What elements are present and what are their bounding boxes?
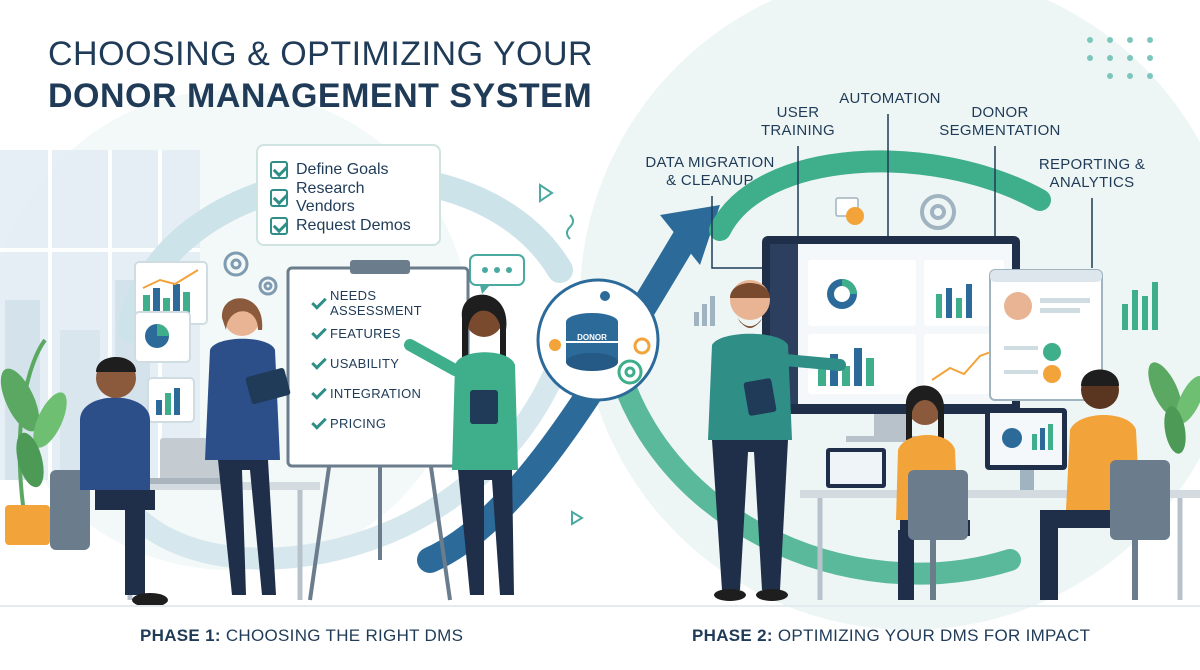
- gear-icon: [633, 337, 651, 355]
- step-label-line: DONOR: [971, 104, 1029, 121]
- step-automation: AUTOMATION: [830, 90, 950, 108]
- flipchart-item: NEEDS ASSESSMENT: [312, 288, 462, 318]
- goal-label: Define Goals: [296, 161, 389, 178]
- gear-icon: [223, 251, 278, 296]
- step-label-line: SEGMENTATION: [939, 122, 1061, 139]
- checkmark-icon: [312, 327, 324, 339]
- chart-card-left-bottom: [147, 377, 195, 423]
- step-user-training: USER TRAINING: [748, 104, 848, 140]
- chart-card-left-top: [134, 261, 208, 325]
- chart-card-left-mid: [134, 311, 191, 363]
- flow-arc-right-top: [709, 150, 1051, 241]
- checkbox-checked-icon: [270, 189, 288, 207]
- goal-item: Define Goals: [270, 156, 427, 184]
- flipchart-checklist: NEEDS ASSESSMENT FEATURES USABILITY INTE…: [312, 288, 462, 438]
- page-title: CHOOSING & OPTIMIZING YOUR DONOR MANAGEM…: [48, 34, 593, 118]
- goals-checklist: Define Goals Research Vendors Request De…: [256, 144, 441, 246]
- step-label-line: DATA MIGRATION: [645, 154, 775, 171]
- checkmark-icon: [312, 387, 324, 399]
- squiggle-icon: [566, 214, 574, 240]
- step-label-line: & CLEANUP: [666, 172, 754, 189]
- step-connectors: [711, 114, 1093, 269]
- title-line-1: CHOOSING & OPTIMIZING YOUR: [48, 35, 594, 73]
- flipchart-item-label: INTEGRATION: [330, 385, 422, 401]
- phase-2-prefix: PHASE 2:: [692, 626, 773, 645]
- flipchart-item: USABILITY: [312, 348, 462, 378]
- phase-2-label: PHASE 2: OPTIMIZING YOUR DMS FOR IMPACT: [692, 626, 1090, 646]
- desk-right: [800, 408, 1200, 600]
- flipchart-item-label: PRICING: [330, 415, 387, 431]
- person-presenter: [404, 294, 518, 595]
- step-reporting-analytics: REPORTING & ANALYTICS: [1032, 156, 1152, 192]
- flipchart-item-label: NEEDS ASSESSMENT: [330, 288, 422, 318]
- chart-icon: [835, 197, 864, 225]
- gear-icon: [617, 359, 643, 385]
- flipchart-easel: [286, 260, 470, 601]
- person-seated-left: [50, 357, 168, 607]
- checkbox-checked-icon: [270, 217, 288, 235]
- checkmark-icon: [312, 357, 324, 369]
- person-standing-left: [205, 298, 291, 595]
- step-donor-segmentation: DONOR SEGMENTATION: [930, 104, 1070, 140]
- step-data-migration: DATA MIGRATION & CLEANUP: [640, 154, 780, 190]
- flipchart-item-label: FEATURES: [330, 325, 401, 341]
- flow-arrow-head: [660, 205, 720, 265]
- bar-chart-icon: [694, 296, 715, 326]
- person-presenter-right: [708, 280, 846, 601]
- checkmark-icon: [312, 417, 324, 429]
- dashboard-monitor: [762, 236, 1020, 442]
- database-hub: [536, 278, 660, 402]
- gear-icon: [920, 194, 956, 230]
- goal-item: Request Demos: [270, 212, 427, 240]
- chat-bubble-icon: [469, 254, 525, 294]
- checkmark-icon: [312, 297, 324, 309]
- step-label-line: REPORTING &: [1038, 156, 1146, 173]
- triangle-icon: [539, 183, 554, 203]
- triangle-icon: [571, 510, 584, 526]
- person-seated-right: [1040, 369, 1170, 600]
- step-label-line: USER: [776, 104, 820, 121]
- phase-1-name: CHOOSING THE RIGHT DMS: [225, 626, 464, 645]
- goal-item: Research Vendors: [270, 180, 427, 215]
- plant-right: [1148, 362, 1200, 454]
- flipchart-item: PRICING: [312, 408, 462, 438]
- title-line-2: DONOR MANAGEMENT SYSTEM: [48, 77, 593, 115]
- step-label-line: TRAINING: [760, 122, 836, 139]
- phase-2-name: OPTIMIZING YOUR DMS FOR IMPACT: [777, 626, 1091, 645]
- phase-1-label: PHASE 1: CHOOSING THE RIGHT DMS: [140, 626, 463, 646]
- goal-label: Research Vendors: [296, 180, 365, 215]
- checkbox-checked-icon: [270, 161, 288, 179]
- flipchart-item-label: USABILITY: [330, 355, 400, 371]
- goal-label: Request Demos: [296, 217, 411, 234]
- flow-arc-left-lower: [129, 349, 571, 570]
- step-label-line: AUTOMATION: [839, 90, 941, 107]
- profile-window: [989, 269, 1103, 401]
- person-seated-center: [896, 385, 970, 600]
- plant-left: [0, 338, 67, 545]
- bar-chart-icon: [1122, 282, 1158, 330]
- dot-grid: [1087, 37, 1153, 79]
- step-label-line: ANALYTICS: [1049, 174, 1135, 191]
- flipchart-item: INTEGRATION: [312, 378, 462, 408]
- flipchart-item: FEATURES: [312, 318, 462, 348]
- phase-1-prefix: PHASE 1:: [140, 626, 221, 645]
- database-label: DONOR: [577, 333, 607, 342]
